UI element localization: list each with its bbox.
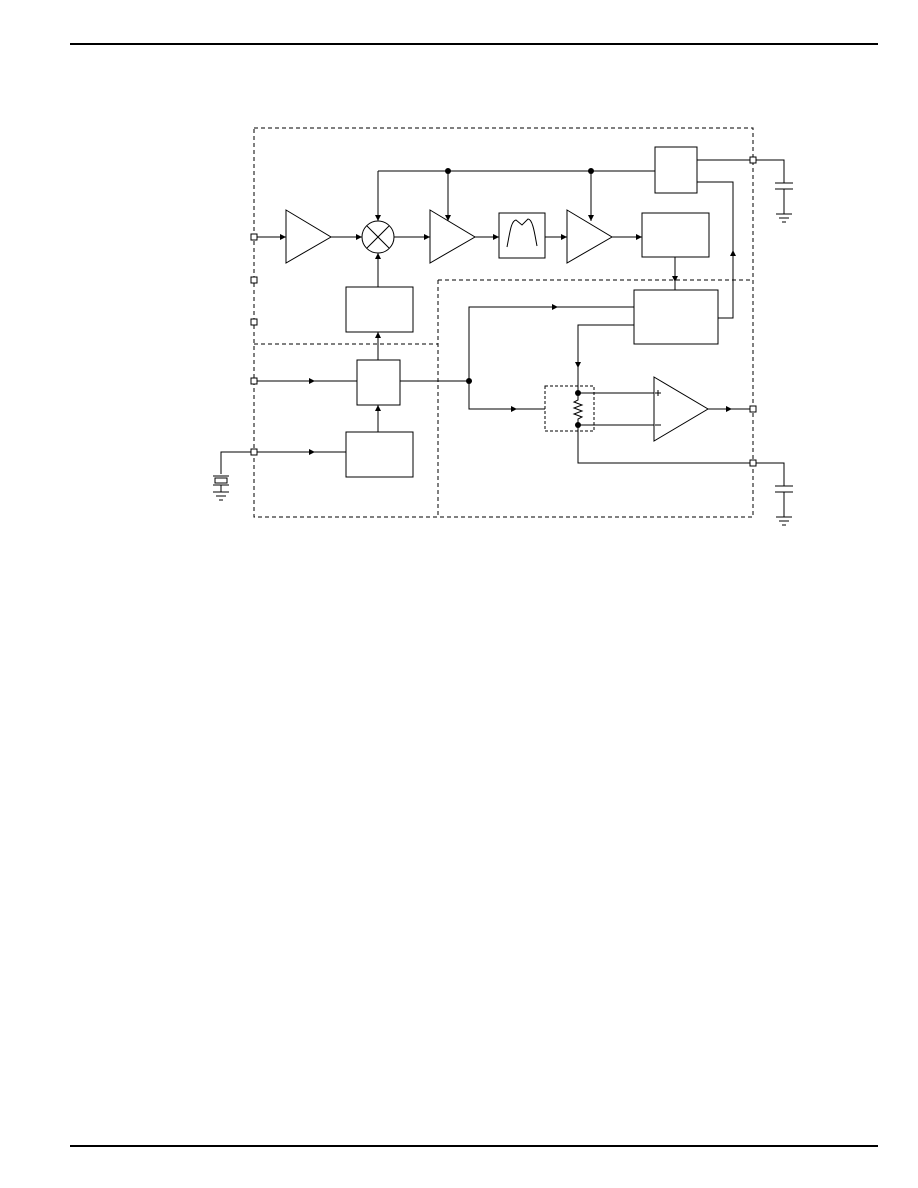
resistor-icon xyxy=(572,393,584,425)
right-pin-mid xyxy=(749,405,757,413)
opamp-signs xyxy=(655,390,661,426)
left-pin-3 xyxy=(250,318,258,326)
left-pin-1 xyxy=(250,233,258,241)
top-right-block xyxy=(654,146,698,194)
right-pin-bottom xyxy=(749,459,757,467)
left-pin-5 xyxy=(250,448,258,456)
pll-block xyxy=(356,359,401,406)
left-pin-4 xyxy=(250,377,258,385)
crystal-osc-block xyxy=(345,431,414,478)
right-pin-top xyxy=(749,156,757,164)
if-amplifier-1 xyxy=(429,209,476,264)
comparator-opamp xyxy=(653,376,709,442)
header-rule xyxy=(70,43,878,45)
bottom-capacitor-icon xyxy=(756,462,793,526)
if-amplifier-2 xyxy=(566,209,613,264)
chip-boundary xyxy=(253,127,754,518)
footer-rule xyxy=(70,1145,878,1147)
bandpass-filter-icon xyxy=(498,212,546,259)
detector-block xyxy=(641,212,710,258)
lna-amplifier xyxy=(285,209,332,264)
crystal-icon xyxy=(213,451,251,501)
top-capacitor-icon xyxy=(756,159,793,223)
signal-wires xyxy=(257,159,751,464)
control-block xyxy=(633,289,719,345)
left-pin-2 xyxy=(250,276,258,284)
mixer-icon xyxy=(361,220,395,254)
lo-block xyxy=(345,286,414,333)
junction-dots xyxy=(445,168,594,428)
